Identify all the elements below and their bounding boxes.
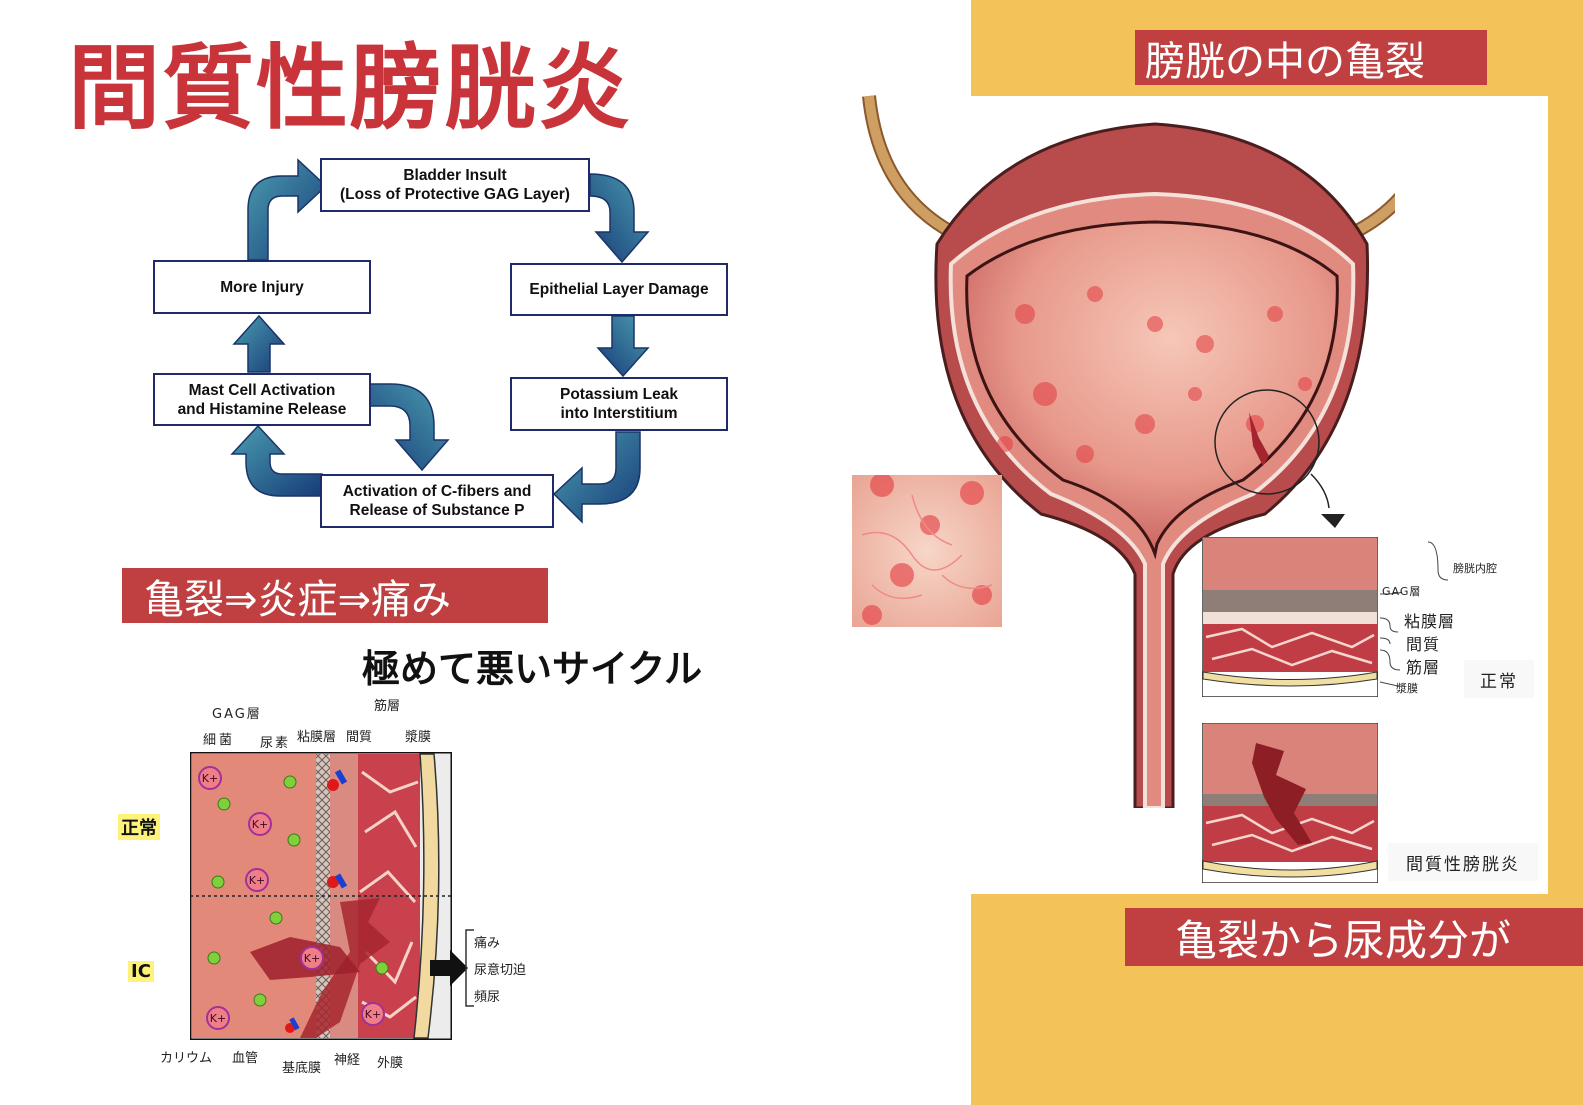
label-muscle: 筋層 bbox=[374, 699, 401, 714]
k-ion-label: K+ bbox=[365, 1008, 381, 1021]
banner-crack-in-bladder: 膀胱の中の亀裂 bbox=[1135, 30, 1487, 85]
label-bladder-lumen: 膀胱内腔 bbox=[1453, 562, 1497, 575]
symptom-urgency: 尿意切迫 bbox=[474, 963, 527, 978]
bladder-illustration bbox=[862, 95, 1395, 808]
row-label-ic: IC bbox=[128, 961, 154, 982]
box-mast-cell: Mast Cell Activation and Histamine Relea… bbox=[153, 373, 371, 426]
page-title: 間質性膀胱炎 bbox=[68, 35, 633, 142]
label-adventitia: 外膜 bbox=[377, 1056, 404, 1071]
label-mucosa-layer: 粘膜層 bbox=[1404, 612, 1456, 631]
k-ion-label: K+ bbox=[304, 952, 320, 965]
box-bladder-insult: Bladder Insult (Loss of Protective GAG L… bbox=[320, 158, 590, 212]
label-bacteria: 細菌 bbox=[203, 733, 236, 748]
label-gag-layer: GAG層 bbox=[1382, 585, 1422, 598]
arrow-epithelial-to-potassium bbox=[596, 315, 650, 378]
arrow-mast-to-injury bbox=[232, 314, 286, 373]
label-potassium: カリウム bbox=[160, 1051, 213, 1066]
label-gag: GAG層 bbox=[212, 707, 262, 722]
layer-brackets bbox=[1379, 541, 1449, 687]
label-nerve: 神経 bbox=[334, 1053, 361, 1068]
caption-normal: 正常 bbox=[1464, 660, 1534, 698]
k-ion-label: K+ bbox=[202, 772, 218, 785]
label-muscle-layer: 筋層 bbox=[1406, 658, 1441, 677]
k-ion-label: K+ bbox=[210, 1012, 226, 1025]
normal-layers-illustration bbox=[1202, 537, 1378, 697]
arrow-potassium-to-cfibers bbox=[552, 431, 641, 524]
label-interstitium-layer: 間質 bbox=[1406, 635, 1441, 654]
k-ion-label: K+ bbox=[252, 818, 268, 831]
symptom-pain: 痛み bbox=[474, 936, 501, 951]
mucosa-zoom-inset bbox=[852, 475, 1002, 627]
label-vessel: 血管 bbox=[232, 1051, 259, 1066]
box-more-injury: More Injury bbox=[153, 260, 371, 314]
cross-section-illustration: K+ K+ K+ K+ K+ K+ bbox=[190, 752, 452, 1040]
arrow-insult-to-epithelial bbox=[589, 173, 650, 264]
label-mucosa: 粘膜層 bbox=[297, 730, 337, 745]
label-serosa: 漿膜 bbox=[405, 730, 432, 745]
ic-layers-illustration bbox=[1202, 723, 1378, 883]
caption-interstitial-cystitis: 間質性膀胱炎 bbox=[1388, 843, 1538, 881]
box-potassium-leak: Potassium Leak into Interstitium bbox=[510, 377, 728, 431]
symptom-pointer bbox=[430, 929, 474, 1007]
arrow-cfibers-to-mast bbox=[230, 424, 323, 497]
label-serosa-layer: 漿膜 bbox=[1396, 682, 1418, 695]
box-c-fibers: Activation of C-fibers and Release of Su… bbox=[320, 474, 554, 528]
label-basement-membrane: 基底膜 bbox=[282, 1061, 322, 1076]
box-epithelial-damage: Epithelial Layer Damage bbox=[510, 263, 728, 316]
banner-crack-inflammation-pain: 亀裂⇒炎症⇒痛み bbox=[122, 568, 548, 623]
label-urea: 尿素 bbox=[260, 736, 291, 751]
cycle-arrows bbox=[230, 158, 650, 524]
yellow-frame-right bbox=[1548, 96, 1583, 894]
label-interstitium: 間質 bbox=[346, 730, 373, 745]
arrow-injury-to-insult bbox=[247, 158, 328, 261]
cycle-caption: 極めて悪いサイクル bbox=[362, 647, 703, 691]
banner-urine-through-crack: 亀裂から尿成分が bbox=[1125, 908, 1583, 966]
row-label-normal: 正常 bbox=[118, 814, 160, 840]
k-ion-label: K+ bbox=[249, 874, 265, 887]
symptom-frequency: 頻尿 bbox=[474, 990, 501, 1005]
arrow-mast-to-cfibers bbox=[367, 383, 450, 472]
